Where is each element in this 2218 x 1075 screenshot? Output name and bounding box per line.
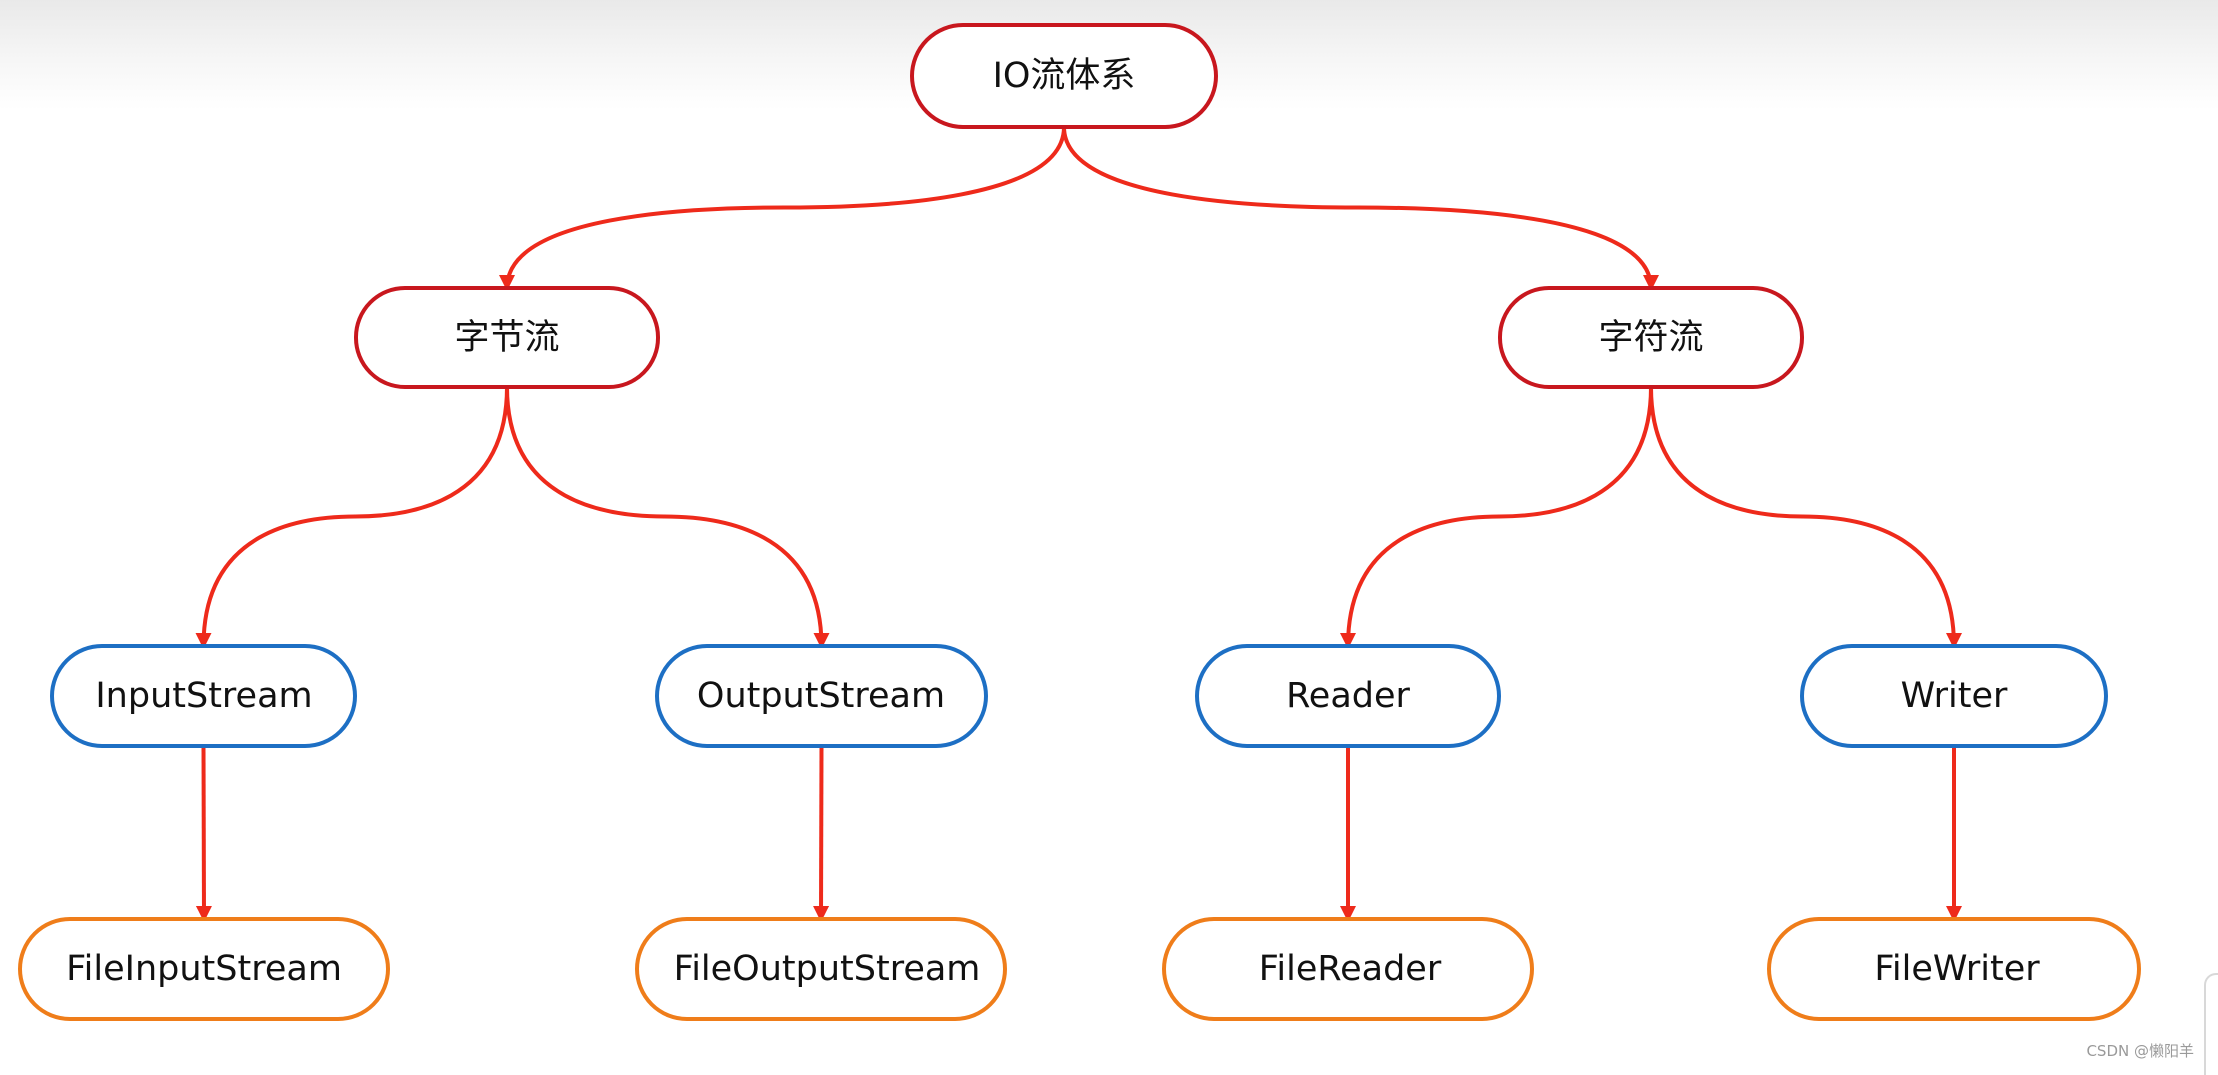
node-file-reader-box	[1162, 917, 1534, 1021]
edge-char-stream-to-reader	[1340, 386, 1653, 649]
node-file-reader-label: FileReader	[1259, 949, 1442, 989]
node-input-stream-label: InputStream	[95, 676, 312, 716]
node-output-stream-label: OutputStream	[697, 676, 945, 716]
edges-layer	[195, 126, 1962, 922]
node-root-label: IO流体系	[993, 56, 1136, 96]
node-file-input-stream-box	[18, 917, 390, 1021]
edge-char-stream-to-writer	[1649, 386, 1962, 649]
node-file-reader: FileReader	[1162, 917, 1534, 1021]
node-reader: Reader	[1195, 644, 1501, 748]
node-reader-box	[1195, 644, 1501, 748]
node-file-output-stream-box	[635, 917, 1007, 1021]
node-file-input-stream: FileInputStream	[18, 917, 390, 1021]
node-output-stream-box	[655, 644, 988, 748]
node-byte-stream-box	[354, 286, 660, 389]
node-file-writer-box	[1767, 917, 2141, 1021]
node-input-stream-box	[50, 644, 357, 748]
node-output-stream: OutputStream	[655, 644, 988, 748]
node-byte-stream-label: 字节流	[454, 318, 559, 358]
node-root-box	[910, 23, 1218, 129]
edge-root-to-char-stream	[1062, 126, 1659, 291]
node-root: IO流体系	[910, 23, 1218, 129]
node-writer-box	[1800, 644, 2108, 748]
node-file-input-stream-label: FileInputStream	[66, 949, 342, 989]
node-char-stream: 字符流	[1498, 286, 1804, 389]
edge-byte-stream-to-input-stream	[195, 386, 509, 649]
edge-root-to-byte-stream	[499, 126, 1066, 291]
edge-byte-stream-to-output-stream	[505, 386, 830, 649]
node-writer: Writer	[1800, 644, 2108, 748]
node-char-stream-label: 字符流	[1598, 318, 1703, 358]
node-file-output-stream-label: FileOutputStream	[674, 949, 981, 989]
node-input-stream: InputStream	[50, 644, 357, 748]
node-reader-label: Reader	[1286, 676, 1410, 716]
node-writer-label: Writer	[1901, 676, 2008, 716]
watermark: CSDN @懒阳羊	[2086, 1042, 2194, 1060]
edge-input-stream-to-file-input-stream	[195, 745, 212, 922]
node-file-writer: FileWriter	[1767, 917, 2141, 1021]
node-char-stream-box	[1498, 286, 1804, 389]
node-file-writer-label: FileWriter	[1874, 949, 2040, 989]
window-edge	[2204, 973, 2218, 1075]
edge-output-stream-to-file-output-stream	[813, 745, 830, 922]
node-byte-stream: 字节流	[354, 286, 660, 389]
node-file-output-stream: FileOutputStream	[635, 917, 1007, 1021]
